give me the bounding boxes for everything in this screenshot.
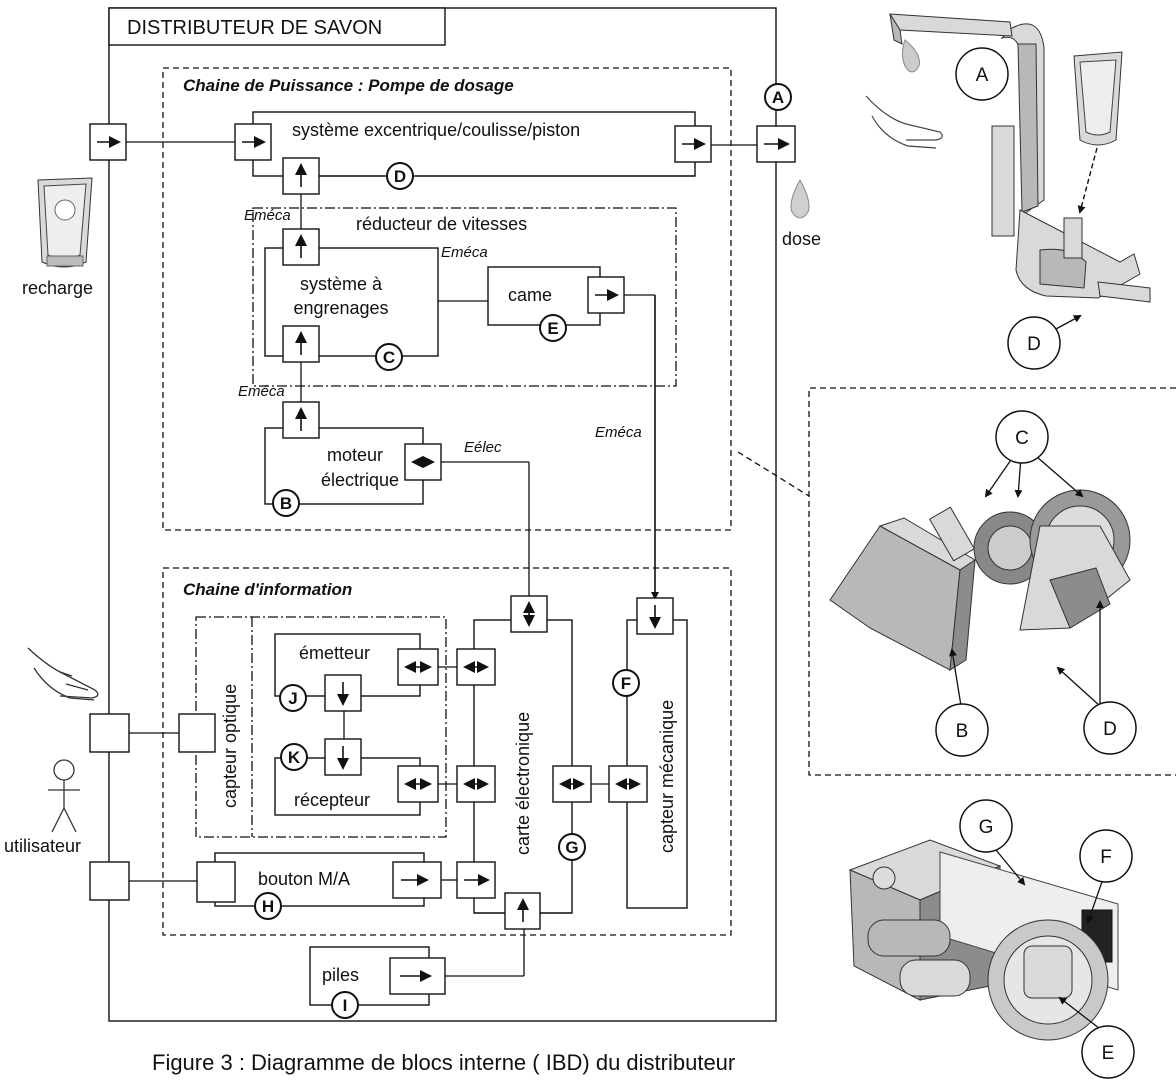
- hand-icon: [27, 647, 99, 701]
- ref-e-big: E: [1102, 1043, 1115, 1064]
- ref-d-big-2: D: [1103, 719, 1117, 740]
- diagram-refs: A D E C B F J K G H I: [254, 83, 792, 1019]
- gear-reducer-frame: [252, 207, 677, 387]
- on-off-button-label: bouton M/A: [258, 869, 350, 889]
- ref-e-small: E: [547, 319, 558, 338]
- user-label: utilisateur: [4, 836, 81, 856]
- flow-label-eelec: Eélec: [464, 439, 502, 456]
- dose-drop-icon: [790, 178, 810, 219]
- gear-reducer-label: réducteur de vitesses: [356, 214, 527, 234]
- flow-label-emeca-3: Eméca: [238, 383, 285, 400]
- ref-f-big: F: [1100, 847, 1112, 868]
- optical-sensor-label: capteur optique: [220, 684, 240, 808]
- user-stick-figure-icon: [48, 759, 80, 833]
- ref-h-small: H: [262, 897, 274, 916]
- ref-a-big: A: [976, 65, 989, 86]
- power-chain-frame: [162, 67, 732, 531]
- ref-j-small: J: [288, 689, 297, 708]
- dose-label: dose: [782, 229, 821, 249]
- ports: [89, 123, 796, 995]
- motor-label-1: moteur: [327, 445, 383, 465]
- cam-label: came: [508, 285, 552, 305]
- motor-label-2: électrique: [321, 470, 399, 490]
- circuit-3d-picture: [848, 839, 1119, 1041]
- on-off-button-block: [214, 852, 425, 907]
- gear-system-label-1: système à: [300, 274, 383, 294]
- picture-refs: A D C B D G F E: [935, 47, 1137, 1079]
- ref-b-big: B: [956, 721, 969, 742]
- flow-label-emeca-4: Eméca: [595, 424, 642, 441]
- power-chain-title: Chaine de Puissance : Pompe de dosage: [183, 76, 514, 95]
- gear-3d-picture: [829, 489, 1131, 671]
- gear-system-label-2: engrenages: [293, 298, 388, 318]
- mechanical-sensor-label: capteur mécanique: [657, 700, 677, 853]
- receiver-label: récepteur: [294, 790, 370, 810]
- ref-g-big: G: [979, 817, 994, 838]
- flow-label-emeca-1: Eméca: [244, 207, 291, 224]
- ref-i-small: I: [343, 996, 348, 1015]
- ref-b-small: B: [280, 494, 292, 513]
- eccentric-system-label: système excentrique/coulisse/piston: [292, 120, 580, 140]
- ref-c-small: C: [383, 348, 395, 367]
- refill-bottle-icon: [37, 177, 93, 268]
- batteries-label: piles: [322, 965, 359, 985]
- ref-f-small: F: [621, 674, 631, 693]
- electronic-board-label: carte électronique: [513, 712, 533, 855]
- flow-label-emeca-2: Eméca: [441, 244, 488, 261]
- ref-g-small: G: [565, 838, 578, 857]
- info-chain-title: Chaine d'information: [183, 580, 352, 599]
- ref-a-small: A: [772, 88, 784, 107]
- ref-d-small: D: [394, 167, 406, 186]
- info-chain-frame: [162, 567, 732, 936]
- emitter-label: émetteur: [299, 643, 370, 663]
- system-title: DISTRIBUTEUR DE SAVON: [127, 17, 382, 39]
- ref-k-small: K: [288, 748, 301, 767]
- system-title-tab: [108, 7, 446, 46]
- figure-caption: Figure 3 : Diagramme de blocs interne ( …: [152, 1050, 735, 1075]
- dispenser-3d-picture: [865, 13, 1151, 303]
- ref-d-big-1: D: [1027, 334, 1041, 355]
- connection-lines: [126, 141, 757, 977]
- ref-c-big: C: [1015, 428, 1029, 449]
- refill-label: recharge: [22, 278, 93, 298]
- gear-detail-frame: [737, 387, 1176, 776]
- mechanical-sensor-block: [626, 619, 688, 909]
